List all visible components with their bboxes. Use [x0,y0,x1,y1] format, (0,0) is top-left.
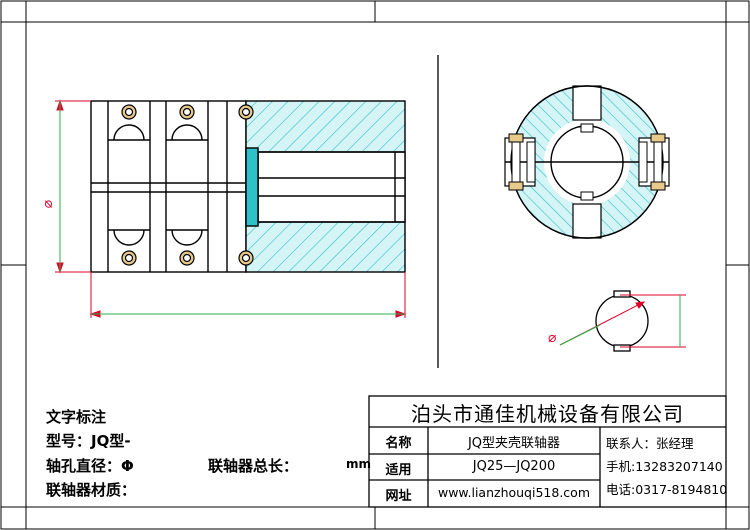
title-block [368,395,727,508]
front-view [90,100,406,273]
front-dimension-green [59,101,405,315]
length-unit: mm [346,457,372,471]
phone-number: 电话:0317-8194810 [606,482,728,497]
key-dimension-green [559,295,681,347]
mobile-number: 手机:13283207140 [606,459,723,474]
key-diameter-symbol: ⌀ [548,330,557,346]
contact-person: 联系人：张经理 [606,436,694,451]
front-view-bolts [121,104,254,266]
applicable-label: 适用 [385,463,412,478]
name-label: 名称 [385,436,412,451]
name-value: JQ型夹壳联轴器 [467,436,561,451]
side-view [504,85,670,239]
material-label: 联轴器材质： [46,481,137,499]
website-label: 网址 [385,489,412,504]
model-label: 型号：JQ型- [46,432,131,450]
applicable-value: JQ25—JQ200 [472,459,556,474]
bore-diameter-label: 轴孔直径：Φ [46,457,134,475]
total-length-label: 联轴器总长： [208,457,299,475]
notes-heading: 文字标注 [46,408,107,426]
key-bore-view [595,290,649,352]
company-name: 泊头市通佳机械设备有限公司 [411,402,684,426]
diameter-symbol: ⌀ [40,199,57,209]
website-link[interactable]: www.lianzhouqi518.com [437,485,590,500]
